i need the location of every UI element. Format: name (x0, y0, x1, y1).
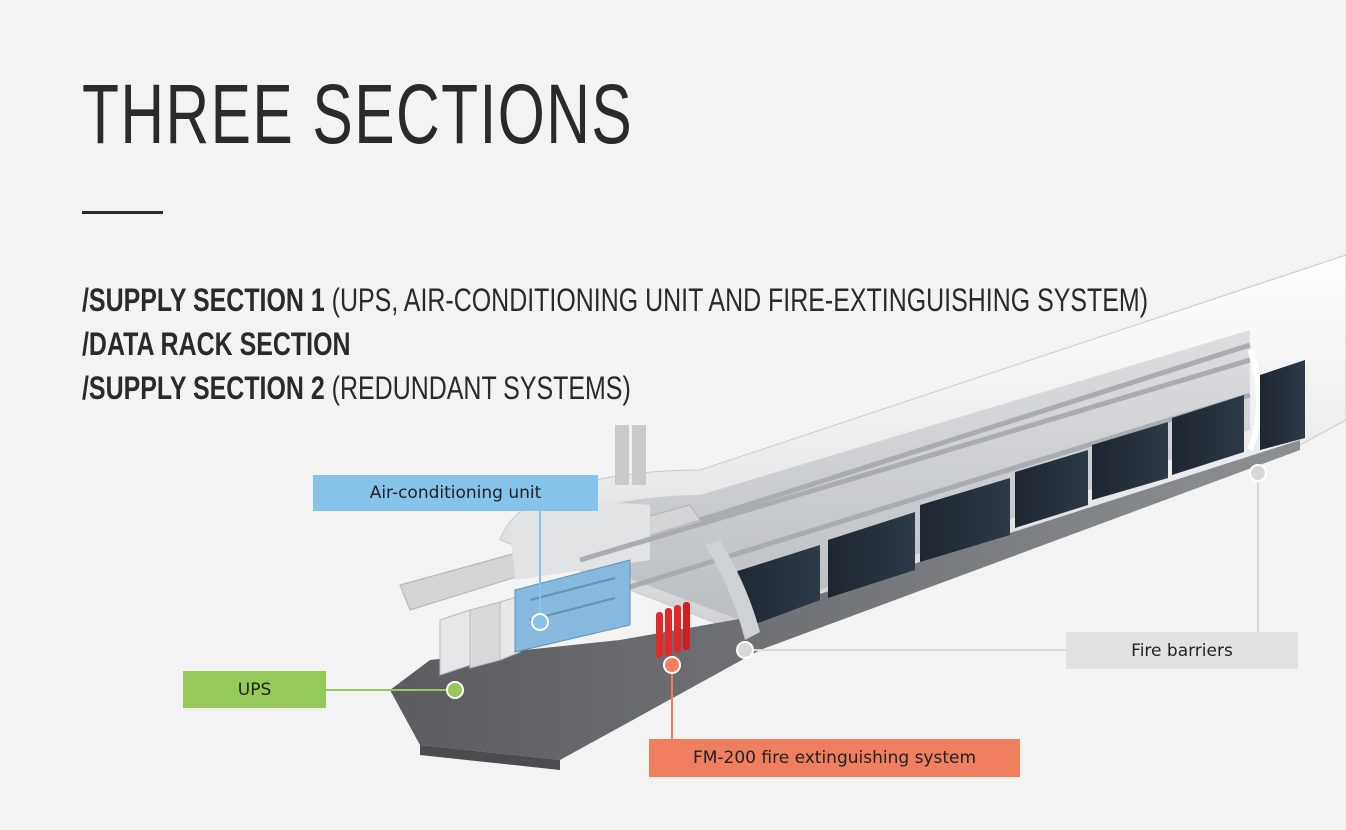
ups-dot (446, 681, 464, 699)
title-underline (82, 211, 163, 214)
section-name: /SUPPLY SECTION 1 (82, 282, 325, 318)
tunnel-floor (390, 440, 1300, 770)
section-name: /DATA RACK SECTION (82, 326, 351, 362)
page-title: THREE SECTIONS (82, 67, 634, 161)
callout-lines (326, 473, 1259, 739)
fm200-dot (663, 656, 681, 674)
fire-barrier-dot-2 (1249, 464, 1267, 482)
data-racks (725, 360, 1305, 628)
callout-dots (446, 464, 1267, 699)
section-note: (REDUNDANT SYSTEMS) (324, 370, 631, 406)
section-note: (UPS, AIR-CONDITIONING UNIT AND FIRE-EXT… (324, 282, 1149, 318)
sections-list: /SUPPLY SECTION 1 (UPS, AIR-CONDITIONING… (82, 278, 1346, 410)
fm200-label: FM-200 fire extinguishing system (649, 739, 1020, 777)
ventilation-duct (399, 425, 701, 611)
section-data-rack: /DATA RACK SECTION (82, 322, 1148, 366)
fire-barrier-dot-1 (736, 641, 754, 659)
air-conditioning-label: Air-conditioning unit (313, 475, 598, 511)
section-supply-2: /SUPPLY SECTION 2 (REDUNDANT SYSTEMS) (82, 366, 1148, 410)
section-supply-1: /SUPPLY SECTION 1 (UPS, AIR-CONDITIONING… (82, 278, 1148, 322)
fire-barrier-wall (705, 540, 760, 640)
ups-label: UPS (183, 671, 326, 708)
fm200-cylinders (656, 602, 690, 658)
ac-dot (531, 613, 549, 631)
section-name: /SUPPLY SECTION 2 (82, 370, 325, 406)
fire-barriers-label: Fire barriers (1066, 632, 1298, 669)
